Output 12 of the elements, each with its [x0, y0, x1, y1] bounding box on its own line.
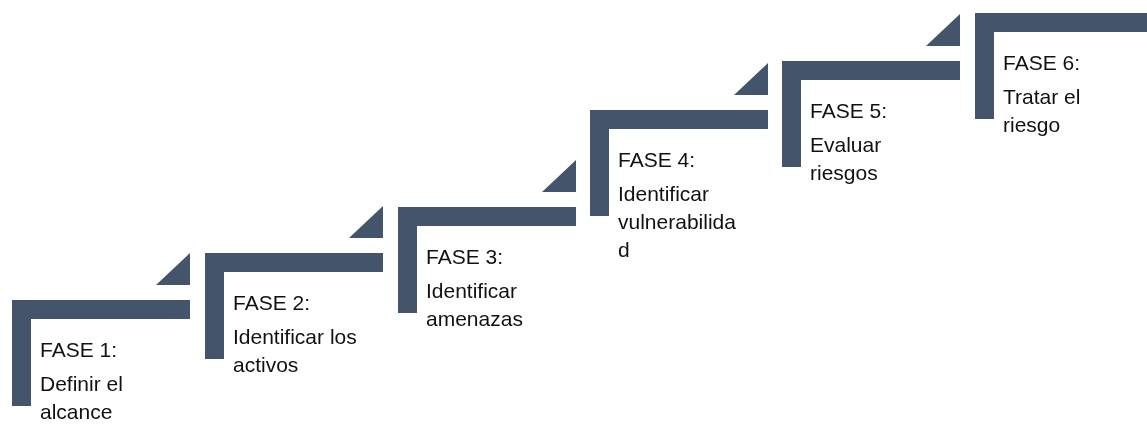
- phase-description: Definir el alcance: [40, 371, 124, 425]
- phase-title: FASE 1:: [40, 337, 119, 363]
- phase-title: FASE 6:: [1003, 50, 1082, 76]
- phase-title: FASE 2:: [233, 290, 312, 316]
- phase-description: Identificar amenazas: [426, 278, 524, 332]
- phase-title: FASE 3:: [426, 244, 505, 270]
- phase-description: Identificar vulnerabilidad: [618, 181, 737, 263]
- phase-title: FASE 4:: [618, 147, 697, 173]
- phase-description: Tratar el riesgo: [1003, 84, 1082, 138]
- phase-description: Evaluar riesgos: [810, 132, 883, 186]
- phase-title: FASE 5:: [810, 98, 889, 124]
- phase-description: Identificar los activos: [233, 324, 358, 378]
